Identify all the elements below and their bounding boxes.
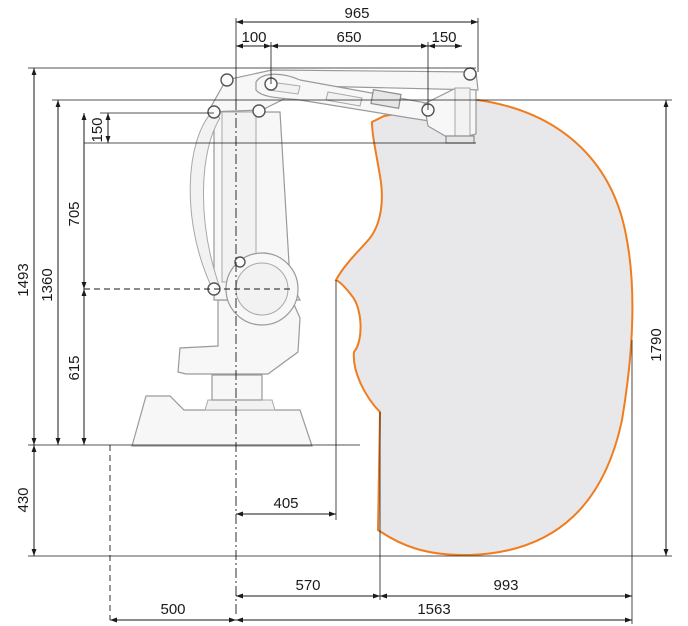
dim-label-150-top: 150 (431, 29, 456, 46)
robot-upper-arm-block (370, 88, 402, 110)
robot-base-top (204, 399, 276, 411)
working-envelope (334, 98, 634, 557)
dim-label-1563: 1563 (417, 601, 450, 618)
robot-illustration (131, 67, 479, 447)
joint-upper-left (207, 105, 221, 119)
joint-upper-mid (252, 104, 266, 118)
dim-label-650: 650 (336, 29, 361, 46)
dim-label-500: 500 (160, 601, 185, 618)
dim-label-430: 430 (15, 487, 32, 512)
robot-shoulder-motor-inner (235, 262, 289, 316)
dim-label-570: 570 (295, 577, 320, 594)
dim-label-1360: 1360 (39, 268, 56, 301)
dim-label-615: 615 (66, 355, 83, 380)
joint-top-left (220, 73, 234, 87)
dim-label-1790: 1790 (648, 328, 665, 361)
dim-label-705: 705 (66, 201, 83, 226)
dim-label-100: 100 (241, 29, 266, 46)
robot-flange (445, 135, 475, 144)
robot-wrist-plate (454, 87, 471, 139)
dim-label-965: 965 (344, 5, 369, 22)
robot-upper-arm-slot-2 (325, 91, 363, 107)
joint-lower-mid (234, 256, 246, 268)
dim-label-993: 993 (493, 577, 518, 594)
joint-top-right (463, 67, 477, 81)
dim-label-1493: 1493 (15, 263, 32, 296)
dim-label-150-left: 150 (89, 117, 106, 142)
dim-label-405: 405 (273, 495, 298, 512)
robot-base (131, 395, 313, 447)
robot-column (211, 374, 263, 401)
